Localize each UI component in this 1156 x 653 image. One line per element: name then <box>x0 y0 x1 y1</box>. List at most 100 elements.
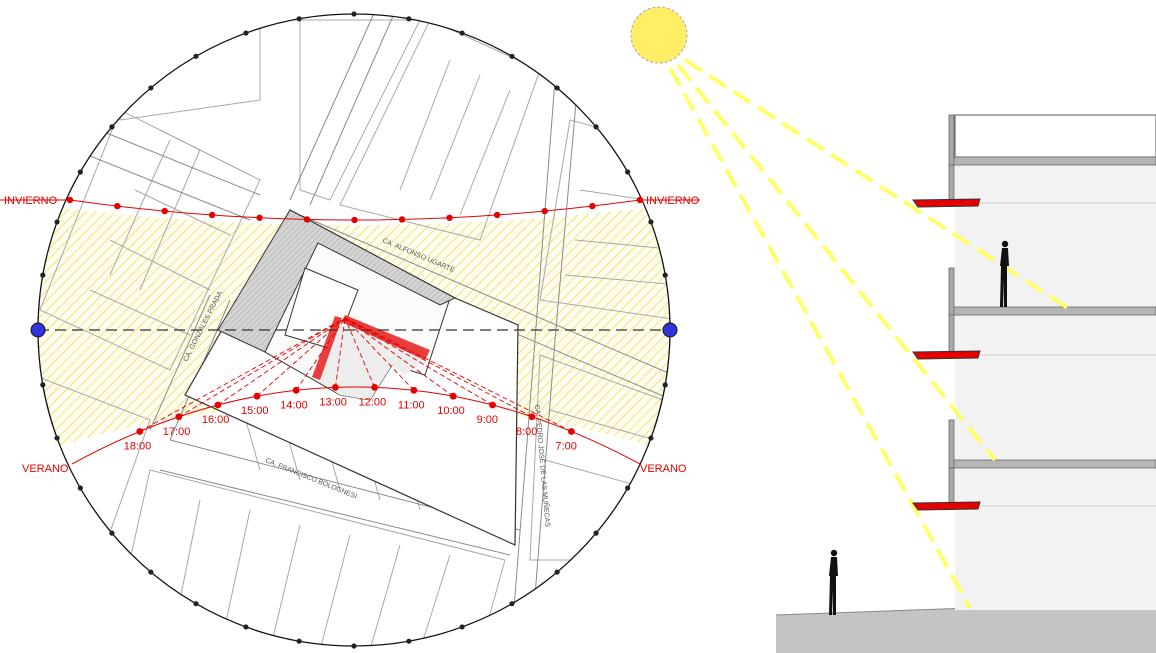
horizon-tick-dot <box>648 219 654 225</box>
winter-hour-dot <box>303 216 311 223</box>
slab-floor-2 <box>952 459 1156 469</box>
hour-label: 14:00 <box>280 399 308 411</box>
interior-light-area <box>955 165 1156 610</box>
facade-column-1 <box>948 164 955 204</box>
horizon-tick-dot <box>243 624 249 630</box>
site-plan-sun-path: CA. ALFONSO UGARTE CA. GONZALES PRADA CA… <box>0 11 700 649</box>
horizon-tick-dot <box>193 53 199 59</box>
summer-hour-dot <box>331 383 339 391</box>
hour-label: 18:00 <box>124 440 152 452</box>
winter-label-right: INVIERNO <box>646 195 700 207</box>
summer-hour-dot <box>449 392 457 400</box>
horizon-tick-dot <box>593 124 599 130</box>
hour-label: 16:00 <box>202 414 230 426</box>
summer-hour-rays <box>139 317 572 432</box>
horizon-tick-dot <box>109 124 115 130</box>
hour-label: 8:00 <box>516 426 537 438</box>
winter-hour-dot <box>398 216 406 223</box>
horizon-tick-dot <box>662 272 668 278</box>
summer-label-right: VERANO <box>640 463 687 475</box>
ground <box>776 608 1156 653</box>
shading-bar-west <box>312 316 342 380</box>
west-axis-marker <box>30 322 46 338</box>
winter-hour-dot <box>256 214 263 221</box>
ground-line <box>775 607 971 616</box>
louver-icon <box>912 198 981 511</box>
horizon-tick-dot <box>459 30 465 36</box>
summer-hour-dot <box>292 386 300 394</box>
summer-hour-dot <box>371 383 379 391</box>
summer-hour-ray <box>139 317 346 432</box>
horizon-tick-dot <box>148 569 154 575</box>
horizon-tick-dot <box>296 16 302 22</box>
winter-hour-dot <box>161 207 168 215</box>
summer-hour-dot <box>410 386 418 394</box>
horizon-tick-dot <box>54 219 60 225</box>
horizon-tick-dot <box>77 485 83 491</box>
summer-hour-ray <box>334 317 346 388</box>
horizon-tick-dot <box>648 435 654 441</box>
horizon-tick-dot <box>625 485 631 491</box>
horizon-tick-dot <box>77 169 83 175</box>
hour-label: 10:00 <box>437 405 465 417</box>
summer-label-left: VERANO <box>22 463 69 475</box>
slab-floor-3 <box>952 306 1156 316</box>
facade-column-3 <box>948 314 955 356</box>
winter-hour-dot <box>208 211 216 219</box>
slab-roof <box>952 156 1156 166</box>
horizon-tick-dot <box>554 85 560 91</box>
horizon-tick-dot <box>459 624 465 630</box>
horizon-tick-dot <box>406 638 412 644</box>
summer-hour-ray <box>344 317 493 406</box>
horizon-tick-dot <box>351 11 357 17</box>
roof-room <box>954 114 1156 158</box>
hour-label: 12:00 <box>359 396 387 408</box>
summer-hour-ray <box>256 317 346 397</box>
horizon-tick-dot <box>54 435 60 441</box>
summer-hour-ray <box>344 317 376 388</box>
summer-hour-dot <box>136 428 144 435</box>
summer-hour-ray <box>217 317 346 406</box>
winter-hour-dot <box>66 196 74 204</box>
hour-label: 13:00 <box>319 396 347 408</box>
summer-hour-ray <box>344 317 454 397</box>
sun-ray-3 <box>668 67 972 609</box>
shading-bar-east <box>342 315 430 360</box>
hour-label: 17:00 <box>163 426 191 438</box>
winter-hour-dot <box>493 211 501 219</box>
horizon-tick-dot <box>109 530 115 536</box>
horizon-tick-dot <box>296 638 302 644</box>
winter-hour-dot <box>636 196 644 204</box>
summer-hour-dot <box>175 413 183 421</box>
facade-column-2 <box>948 267 955 316</box>
horizon-tick-dot <box>193 601 199 607</box>
hour-label: 11:00 <box>398 399 425 411</box>
person-icon <box>1000 240 1009 307</box>
context-map <box>38 14 670 646</box>
horizon-tick-dot <box>554 569 560 575</box>
horizon-tick-dot <box>509 601 515 607</box>
facade-column-top <box>948 114 955 166</box>
summer-hour-ray <box>344 317 572 432</box>
horizon-tick-dot <box>593 530 599 536</box>
winter-hour-dot <box>351 216 358 224</box>
hour-labels: 18:00 17:00 16:00 15:00 14:00 13:00 12:00 11:00… <box>124 396 577 452</box>
facade-column-5 <box>948 467 955 507</box>
summer-hour-ray <box>178 317 346 418</box>
summer-sun-path <box>71 386 641 465</box>
horizon-tick-dot <box>40 382 46 388</box>
winter-hour-dots <box>66 196 644 224</box>
summer-hour-dot <box>489 401 496 409</box>
winter-hour-dot <box>446 214 453 221</box>
summer-hour-dot <box>253 392 261 400</box>
winter-label-left: INVIERNO <box>4 195 58 207</box>
sun-icon <box>630 6 688 64</box>
hour-label: 7:00 <box>555 440 576 452</box>
hour-label: 15:00 <box>241 405 269 417</box>
summer-hour-ray <box>344 317 533 418</box>
facade-column-4 <box>948 419 955 469</box>
horizon-tick-dot <box>509 53 515 59</box>
hour-label: 9:00 <box>477 414 498 426</box>
horizon-tick-dot <box>662 382 668 388</box>
